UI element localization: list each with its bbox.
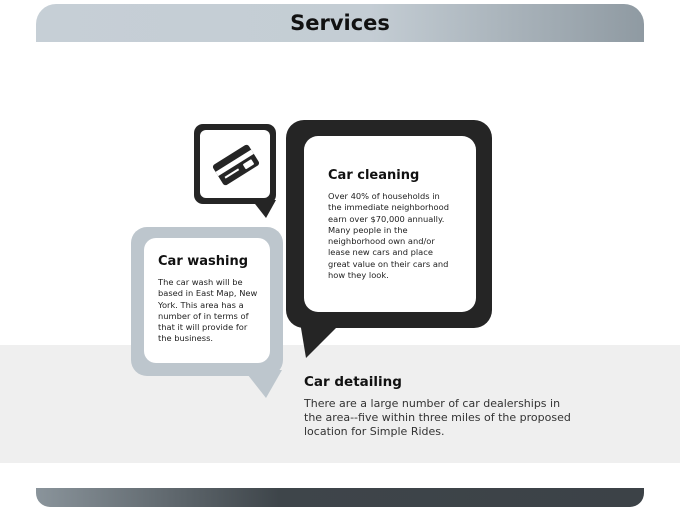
washing-text: The car wash will be based in East Map, … — [158, 277, 258, 344]
header-bar: Services — [36, 4, 644, 42]
detailing-card: Car detailing There are a large number o… — [304, 374, 574, 439]
cleaning-bubble — [286, 120, 492, 358]
detailing-title: Car detailing — [304, 374, 402, 390]
detailing-text: There are a large number of car dealersh… — [304, 397, 571, 438]
gray-band — [0, 345, 680, 463]
cleaning-card: Car cleaning Over 40% of households in t… — [328, 168, 454, 281]
cleaning-title: Car cleaning — [328, 168, 420, 183]
cleaning-text: Over 40% of households in the immediate … — [328, 191, 449, 281]
footer-bar — [36, 488, 644, 507]
washing-bubble — [131, 227, 283, 398]
page-title: Services — [290, 11, 390, 35]
washing-title: Car washing — [158, 254, 249, 269]
washing-card: Car washing The car wash will be based i… — [158, 254, 258, 345]
credit-card-icon — [212, 144, 260, 186]
icon-bubble — [194, 124, 276, 218]
